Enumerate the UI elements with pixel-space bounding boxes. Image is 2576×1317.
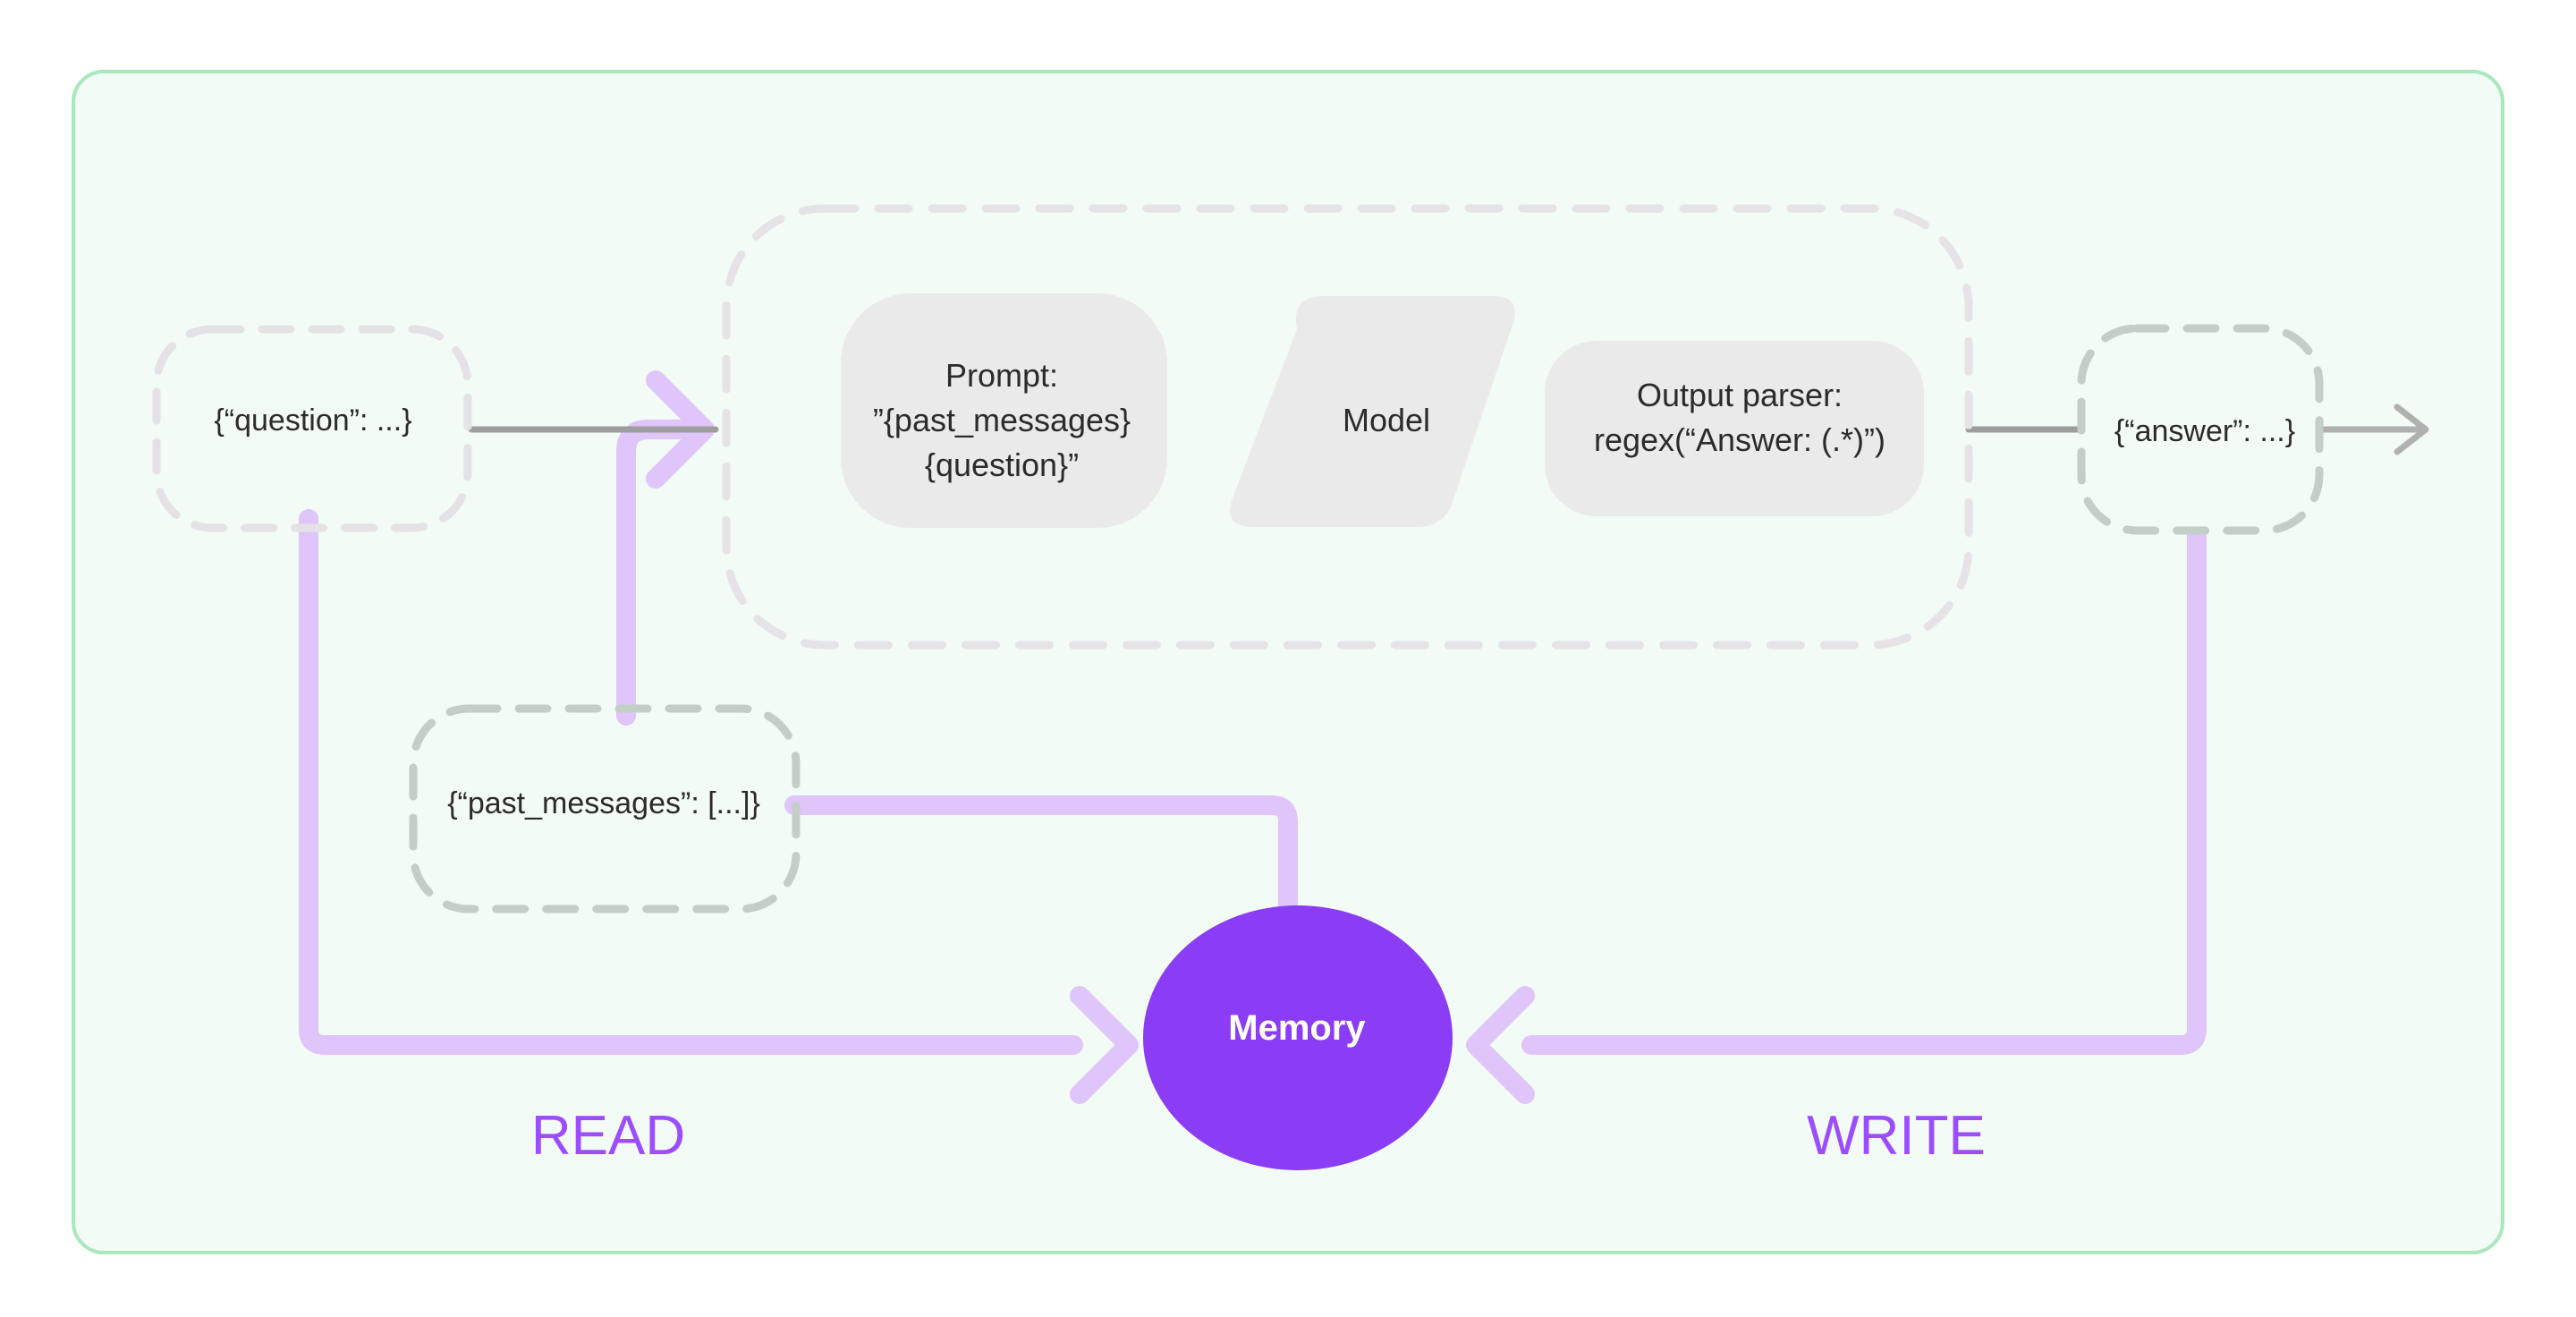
arrowhead-answer-output bbox=[2394, 404, 2429, 455]
node-prompt[interactable] bbox=[841, 293, 1167, 528]
arrowhead-question-to-memory bbox=[1070, 986, 1139, 1104]
arrowhead-answer-to-memory bbox=[1466, 986, 1535, 1104]
node-model[interactable] bbox=[1230, 296, 1515, 527]
edge-question-to-memory bbox=[299, 509, 1083, 1055]
node-output-parser[interactable] bbox=[1545, 341, 1924, 516]
edge-answer-to-memory bbox=[1521, 527, 2207, 1055]
node-past-messages[interactable] bbox=[409, 704, 801, 913]
node-memory[interactable] bbox=[1143, 905, 1453, 1170]
edge-past-messages-to-memory bbox=[784, 795, 1298, 931]
chain-container[interactable] bbox=[722, 204, 1973, 650]
node-question[interactable] bbox=[152, 325, 472, 532]
node-answer[interactable] bbox=[2077, 324, 2324, 535]
